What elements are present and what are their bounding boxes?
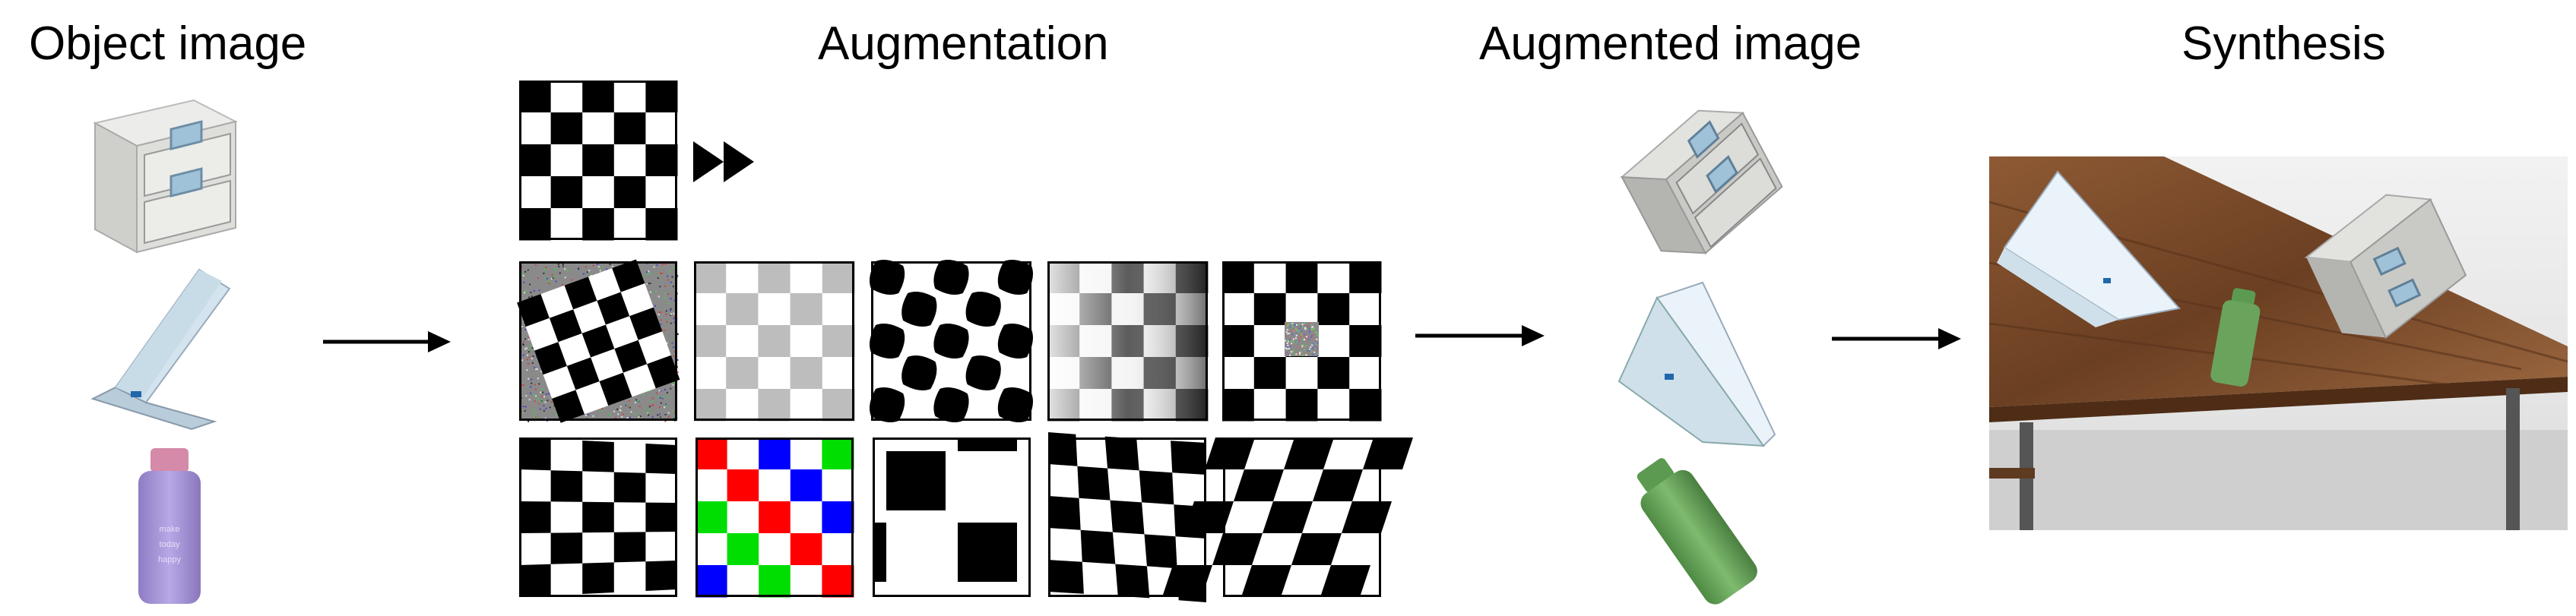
aug-color-jitter [695,438,854,597]
aug-scaling [873,438,1031,597]
bottle-label-line: happy [158,555,181,564]
aug-perspective [519,438,677,597]
arrow-right-icon [323,327,452,357]
augmented-drawer-cabinet [1600,90,1790,264]
arrow-right-icon [1832,324,1963,354]
arrow-right-icon [1415,321,1546,351]
title-object-image: Object image [29,11,306,77]
title-augmentation: Augmentation [818,11,1109,77]
bottle-label-line: make [160,525,180,534]
aug-gradient-shading [1047,261,1208,421]
aug-rotation-noise [519,261,677,421]
aug-contrast-reduction [694,261,854,421]
object-bottle: make today happy [135,448,204,608]
aug-random-erasing [1222,261,1381,421]
aug-shear [1223,438,1381,597]
fast-forward-icon [693,141,757,182]
title-augmented-image: Augmented image [1479,11,1862,77]
title-synthesis: Synthesis [2182,11,2386,77]
bottle-label-line: today [160,540,180,549]
synthesis-scene [1989,156,2568,530]
object-laptop [85,266,237,433]
object-drawer-cabinet [80,93,247,260]
aug-elastic-distortion [871,261,1031,421]
augmented-laptop [1611,283,1786,450]
checkerboard-source [519,81,677,240]
augmented-bottle [1618,448,1770,611]
